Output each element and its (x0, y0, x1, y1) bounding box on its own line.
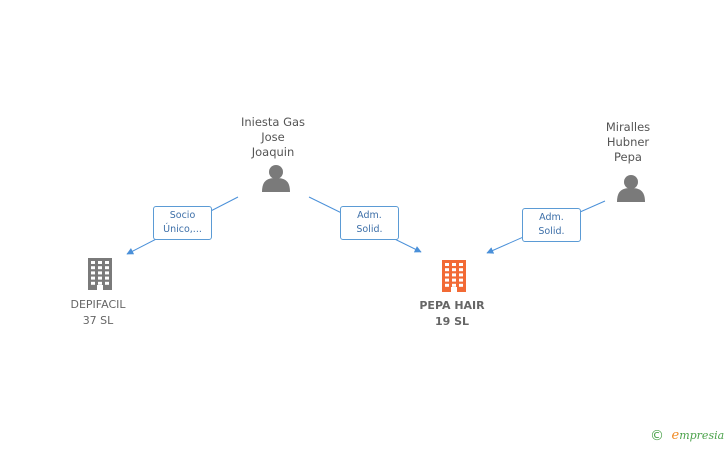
relation-label-iniesta-pepa[interactable]: Adm. Solid. (340, 206, 399, 240)
company-name-pepa[interactable]: PEPA HAIR 19 SL (419, 298, 484, 330)
company-name-pepa-line: 19 SL (434, 315, 470, 328)
person-name-iniesta-line: Joaquin (251, 145, 295, 159)
empresia-watermark: © empresia (650, 428, 724, 448)
relation-label-line: Solid. (356, 224, 383, 235)
relation-label-line: Socio (169, 210, 196, 221)
building-icon (88, 258, 112, 290)
person-name-miralles-line: Hubner (606, 135, 650, 149)
relation-label-line: Adm. (539, 212, 564, 223)
person-icon (262, 165, 290, 192)
company-name-pepa-line: PEPA HAIR (419, 299, 485, 312)
person-name-miralles-line: Pepa (614, 150, 642, 164)
person-name-iniesta-line: Iniesta Gas (240, 115, 306, 129)
company-name-depifacil-line: DEPIFACIL (70, 298, 126, 311)
company-name-depifacil[interactable]: DEPIFACIL 37 SL (71, 297, 126, 329)
copyright-symbol: © (650, 428, 664, 444)
relation-label-line: Solid. (538, 226, 565, 237)
company-name-depifacil-line: 37 SL (82, 314, 114, 327)
relation-label-miralles-pepa[interactable]: Adm. Solid. (522, 208, 581, 242)
building-icon (442, 260, 466, 292)
person-name-miralles-line: Miralles (605, 120, 651, 134)
person-icon (617, 175, 645, 202)
person-name-iniesta-line: Jose (261, 130, 285, 144)
relation-label-line: Adm. (357, 210, 382, 221)
brand-logo: empresia (671, 428, 725, 443)
relation-label-line: Único,... (163, 224, 202, 235)
